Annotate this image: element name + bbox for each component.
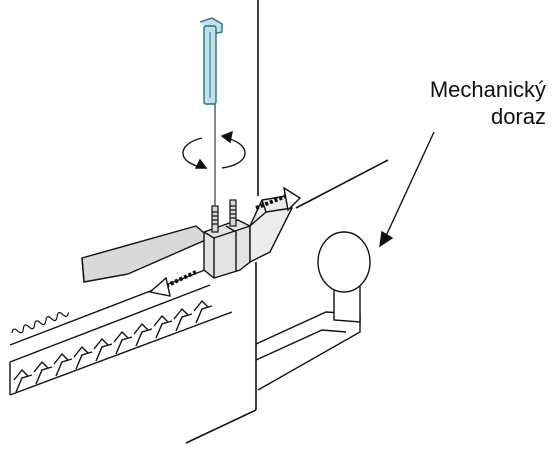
callout-arrow xyxy=(379,131,435,248)
stop-block xyxy=(203,195,293,279)
hex-key-icon xyxy=(199,17,223,206)
rotate-arrows-icon xyxy=(182,130,246,169)
rail xyxy=(295,159,389,209)
screws xyxy=(211,199,237,233)
callout-line-1: Mechanický xyxy=(429,77,546,102)
lever-arm xyxy=(81,225,212,283)
callout-line-2: doraz xyxy=(490,104,546,129)
spring xyxy=(11,312,69,334)
mechanical-stop xyxy=(255,231,371,391)
motion-arrow-icon xyxy=(148,186,302,297)
callout-label: Mechanický doraz xyxy=(430,76,546,130)
gear-rack xyxy=(9,267,233,396)
gate-post xyxy=(185,0,259,444)
